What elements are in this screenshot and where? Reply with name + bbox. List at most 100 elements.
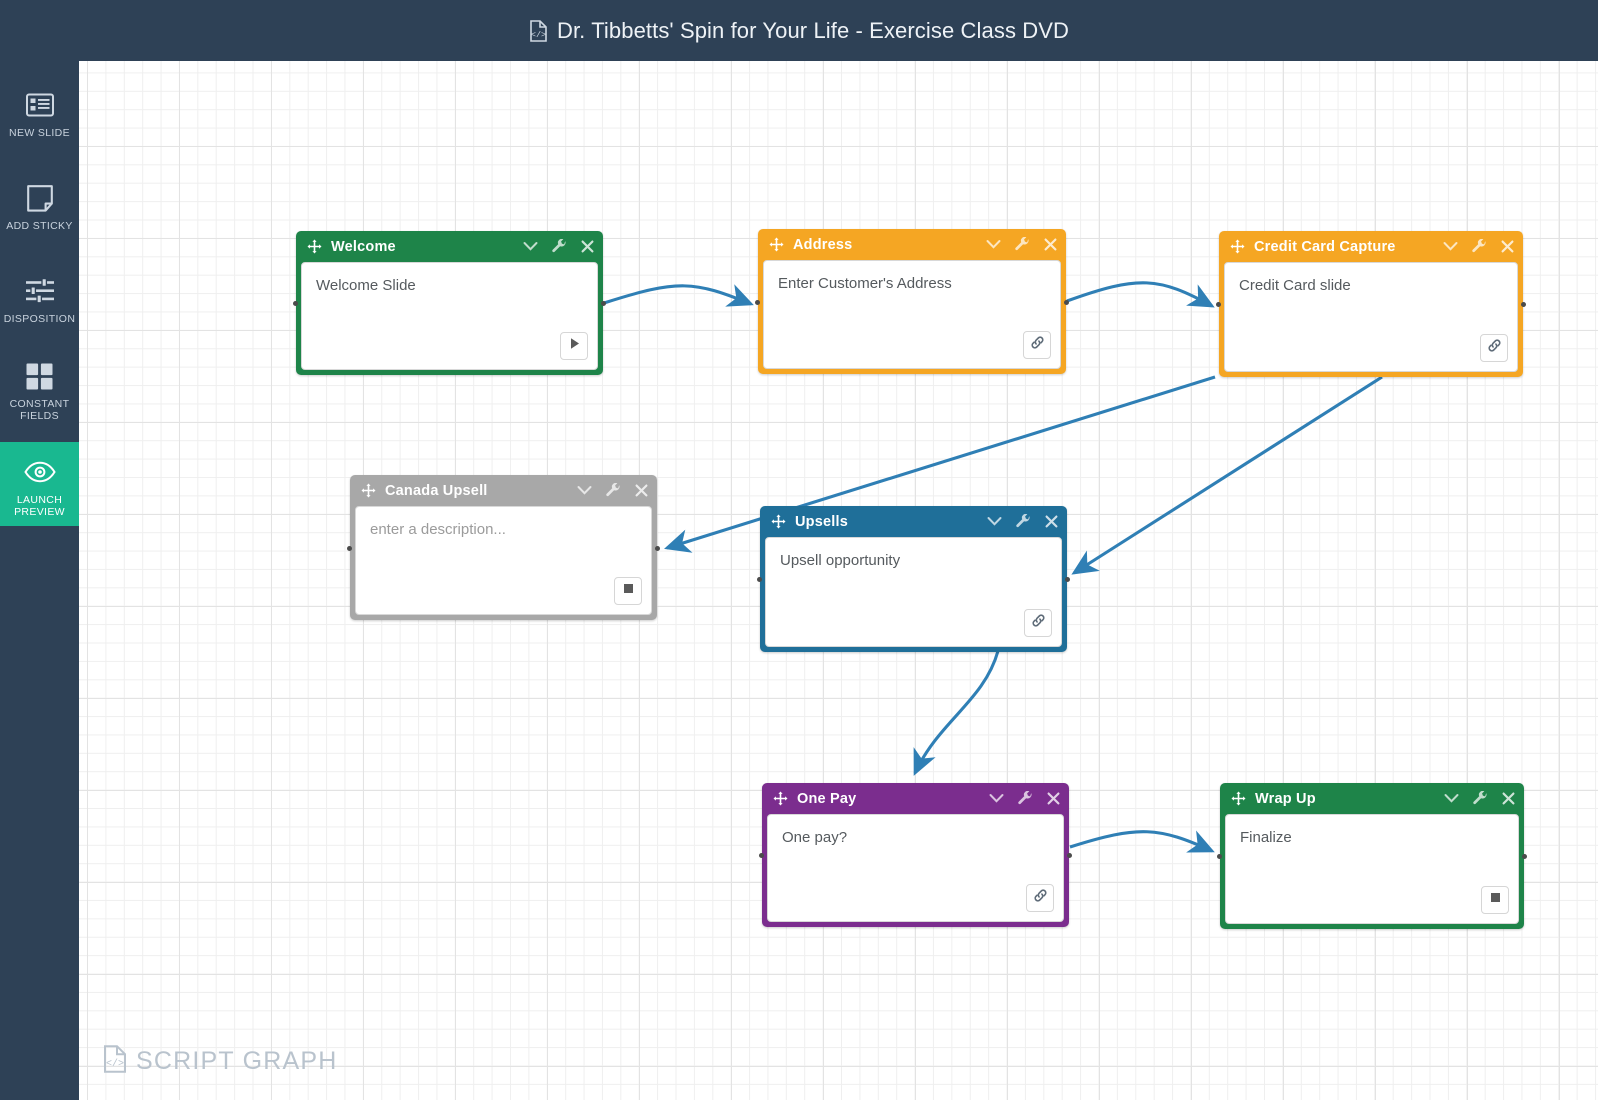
move-handle-icon[interactable]: [771, 514, 786, 529]
sidebar-item-new-slide[interactable]: NEW SLIDE: [0, 72, 79, 151]
close-icon[interactable]: [1501, 240, 1514, 253]
close-icon[interactable]: [635, 484, 648, 497]
sticky-note-icon: [26, 181, 53, 215]
node-body[interactable]: Enter Customer's Address: [763, 260, 1061, 369]
wrench-icon[interactable]: [1473, 791, 1488, 806]
chevron-down-icon[interactable]: [1443, 241, 1458, 252]
sidebar-item-label: ADD STICKY: [6, 220, 73, 232]
node-body[interactable]: enter a description...: [355, 506, 652, 615]
node-body[interactable]: Upsell opportunity: [765, 537, 1062, 647]
close-icon[interactable]: [581, 240, 594, 253]
new-slide-icon: [25, 88, 54, 122]
node-body[interactable]: One pay?: [767, 814, 1064, 922]
sidebar-item-add-sticky[interactable]: ADD STICKY: [0, 165, 79, 244]
node-port-right[interactable]: [655, 545, 660, 551]
chevron-down-icon[interactable]: [1444, 793, 1459, 804]
node-body[interactable]: Finalize: [1225, 814, 1519, 924]
close-icon[interactable]: [1047, 792, 1060, 805]
node-header[interactable]: Upsells: [760, 506, 1067, 537]
wrench-icon[interactable]: [1015, 237, 1030, 252]
script-document-icon: </>: [103, 1045, 127, 1078]
node-description[interactable]: Finalize: [1240, 829, 1292, 846]
node-port-right[interactable]: [1521, 302, 1526, 307]
node-action-button[interactable]: [1023, 331, 1051, 359]
wrench-icon[interactable]: [606, 483, 621, 498]
close-icon[interactable]: [1502, 792, 1515, 805]
script-document-icon: </>: [529, 19, 548, 42]
node-header[interactable]: One Pay: [762, 783, 1069, 814]
edge-upsells-one-pay: [913, 650, 1000, 776]
node-action-button[interactable]: [1026, 884, 1054, 912]
node-port-right[interactable]: [601, 301, 606, 306]
close-icon[interactable]: [1044, 238, 1057, 251]
node-description[interactable]: Welcome Slide: [316, 277, 416, 294]
wrench-icon[interactable]: [1018, 791, 1033, 806]
move-handle-icon[interactable]: [1230, 239, 1245, 254]
move-handle-icon[interactable]: [769, 237, 784, 252]
node-action-button[interactable]: [560, 332, 588, 360]
node-port-left[interactable]: [757, 577, 762, 582]
node-description[interactable]: One pay?: [782, 829, 848, 846]
chevron-down-icon[interactable]: [577, 485, 592, 496]
chevron-down-icon[interactable]: [987, 516, 1002, 527]
node-description[interactable]: Enter Customer's Address: [778, 275, 952, 292]
node-port-right[interactable]: [1064, 299, 1069, 305]
chevron-down-icon[interactable]: [986, 239, 1001, 250]
node-port-left[interactable]: [347, 545, 352, 551]
sidebar-item-launch-preview[interactable]: LAUNCH PREVIEW: [0, 442, 79, 526]
node-title: Upsells: [795, 513, 848, 530]
node-title: One Pay: [797, 790, 857, 807]
node-title: Address: [793, 236, 853, 253]
node-header[interactable]: Welcome: [296, 231, 603, 262]
node-action-button[interactable]: [1480, 334, 1508, 362]
wrench-icon[interactable]: [552, 239, 567, 254]
sidebar-item-constant-fields[interactable]: CONSTANT FIELDS: [0, 349, 79, 428]
close-icon[interactable]: [1045, 515, 1058, 528]
node-header[interactable]: Wrap Up: [1220, 783, 1524, 814]
node-description[interactable]: enter a description...: [370, 521, 506, 538]
link-icon: [1487, 338, 1502, 358]
node-description[interactable]: Upsell opportunity: [780, 552, 901, 569]
move-handle-icon[interactable]: [773, 791, 788, 806]
move-handle-icon[interactable]: [361, 483, 376, 498]
sidebar-item-label: CONSTANT FIELDS: [9, 398, 70, 422]
wrench-icon[interactable]: [1016, 514, 1031, 529]
node-port-left[interactable]: [1216, 302, 1221, 307]
node-header[interactable]: Address: [758, 229, 1066, 260]
graph-node-wrap-up[interactable]: Wrap Up Finalize: [1217, 783, 1527, 929]
edge-one-pay-wrap-up: [1069, 830, 1215, 853]
node-body[interactable]: Credit Card slide: [1224, 262, 1518, 372]
node-port-right[interactable]: [1522, 854, 1527, 859]
sidebar-item-disposition[interactable]: DISPOSITION: [0, 258, 79, 337]
graph-node-canada-upsell[interactable]: Canada Upsell enter a description...: [347, 475, 660, 620]
wrench-icon[interactable]: [1472, 239, 1487, 254]
node-port-left[interactable]: [1217, 854, 1222, 859]
node-port-left[interactable]: [293, 301, 298, 306]
node-port-left[interactable]: [755, 299, 760, 305]
node-port-right[interactable]: [1065, 577, 1070, 582]
node-action-button[interactable]: [614, 577, 642, 605]
node-port-right[interactable]: [1067, 853, 1072, 858]
chevron-down-icon[interactable]: [989, 793, 1004, 804]
sidebar-item-label: NEW SLIDE: [9, 127, 70, 139]
node-port-left[interactable]: [759, 853, 764, 858]
move-handle-icon[interactable]: [307, 239, 322, 254]
eye-icon: [23, 455, 56, 489]
node-body[interactable]: Welcome Slide: [301, 262, 598, 370]
node-description[interactable]: Credit Card slide: [1239, 277, 1351, 294]
node-action-button[interactable]: [1481, 886, 1509, 914]
node-header[interactable]: Canada Upsell: [350, 475, 657, 506]
node-header[interactable]: Credit Card Capture: [1219, 231, 1523, 262]
edge-credit-card-capture-upsells: [1071, 375, 1383, 575]
page-title: Dr. Tibbetts' Spin for Your Life - Exerc…: [556, 17, 1070, 43]
move-handle-icon[interactable]: [1231, 791, 1246, 806]
node-action-button[interactable]: [1024, 609, 1052, 637]
chevron-down-icon[interactable]: [523, 241, 538, 252]
